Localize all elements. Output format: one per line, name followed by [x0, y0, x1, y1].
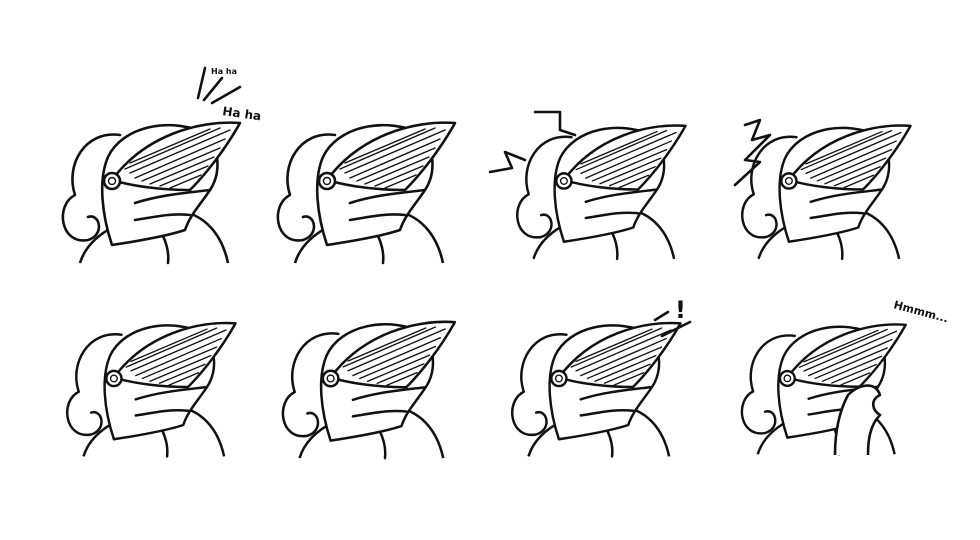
panel-smiling: [276, 121, 457, 265]
panel-surprised: !: [510, 296, 692, 458]
panel-neutral: [65, 321, 237, 458]
caption-small: Ha ha: [211, 67, 237, 76]
hand-on-chin: [833, 384, 882, 456]
panel-laughing: Ha ha Ha ha: [61, 66, 263, 265]
surprise-lines: [653, 310, 692, 338]
caption-hmm: Hmmm...: [892, 298, 950, 325]
anger-zigzag: [733, 118, 772, 187]
panel-thinking: Hmmm...: [740, 298, 950, 456]
panel-angry-2: [733, 118, 912, 261]
caption-large: Ha ha: [222, 104, 263, 123]
anger-zigzag: [488, 110, 577, 174]
caption-exclaim: !: [675, 296, 686, 324]
panel-content: [281, 320, 457, 460]
panel-angry-1: [488, 110, 687, 261]
laugh-lines: [196, 66, 242, 105]
